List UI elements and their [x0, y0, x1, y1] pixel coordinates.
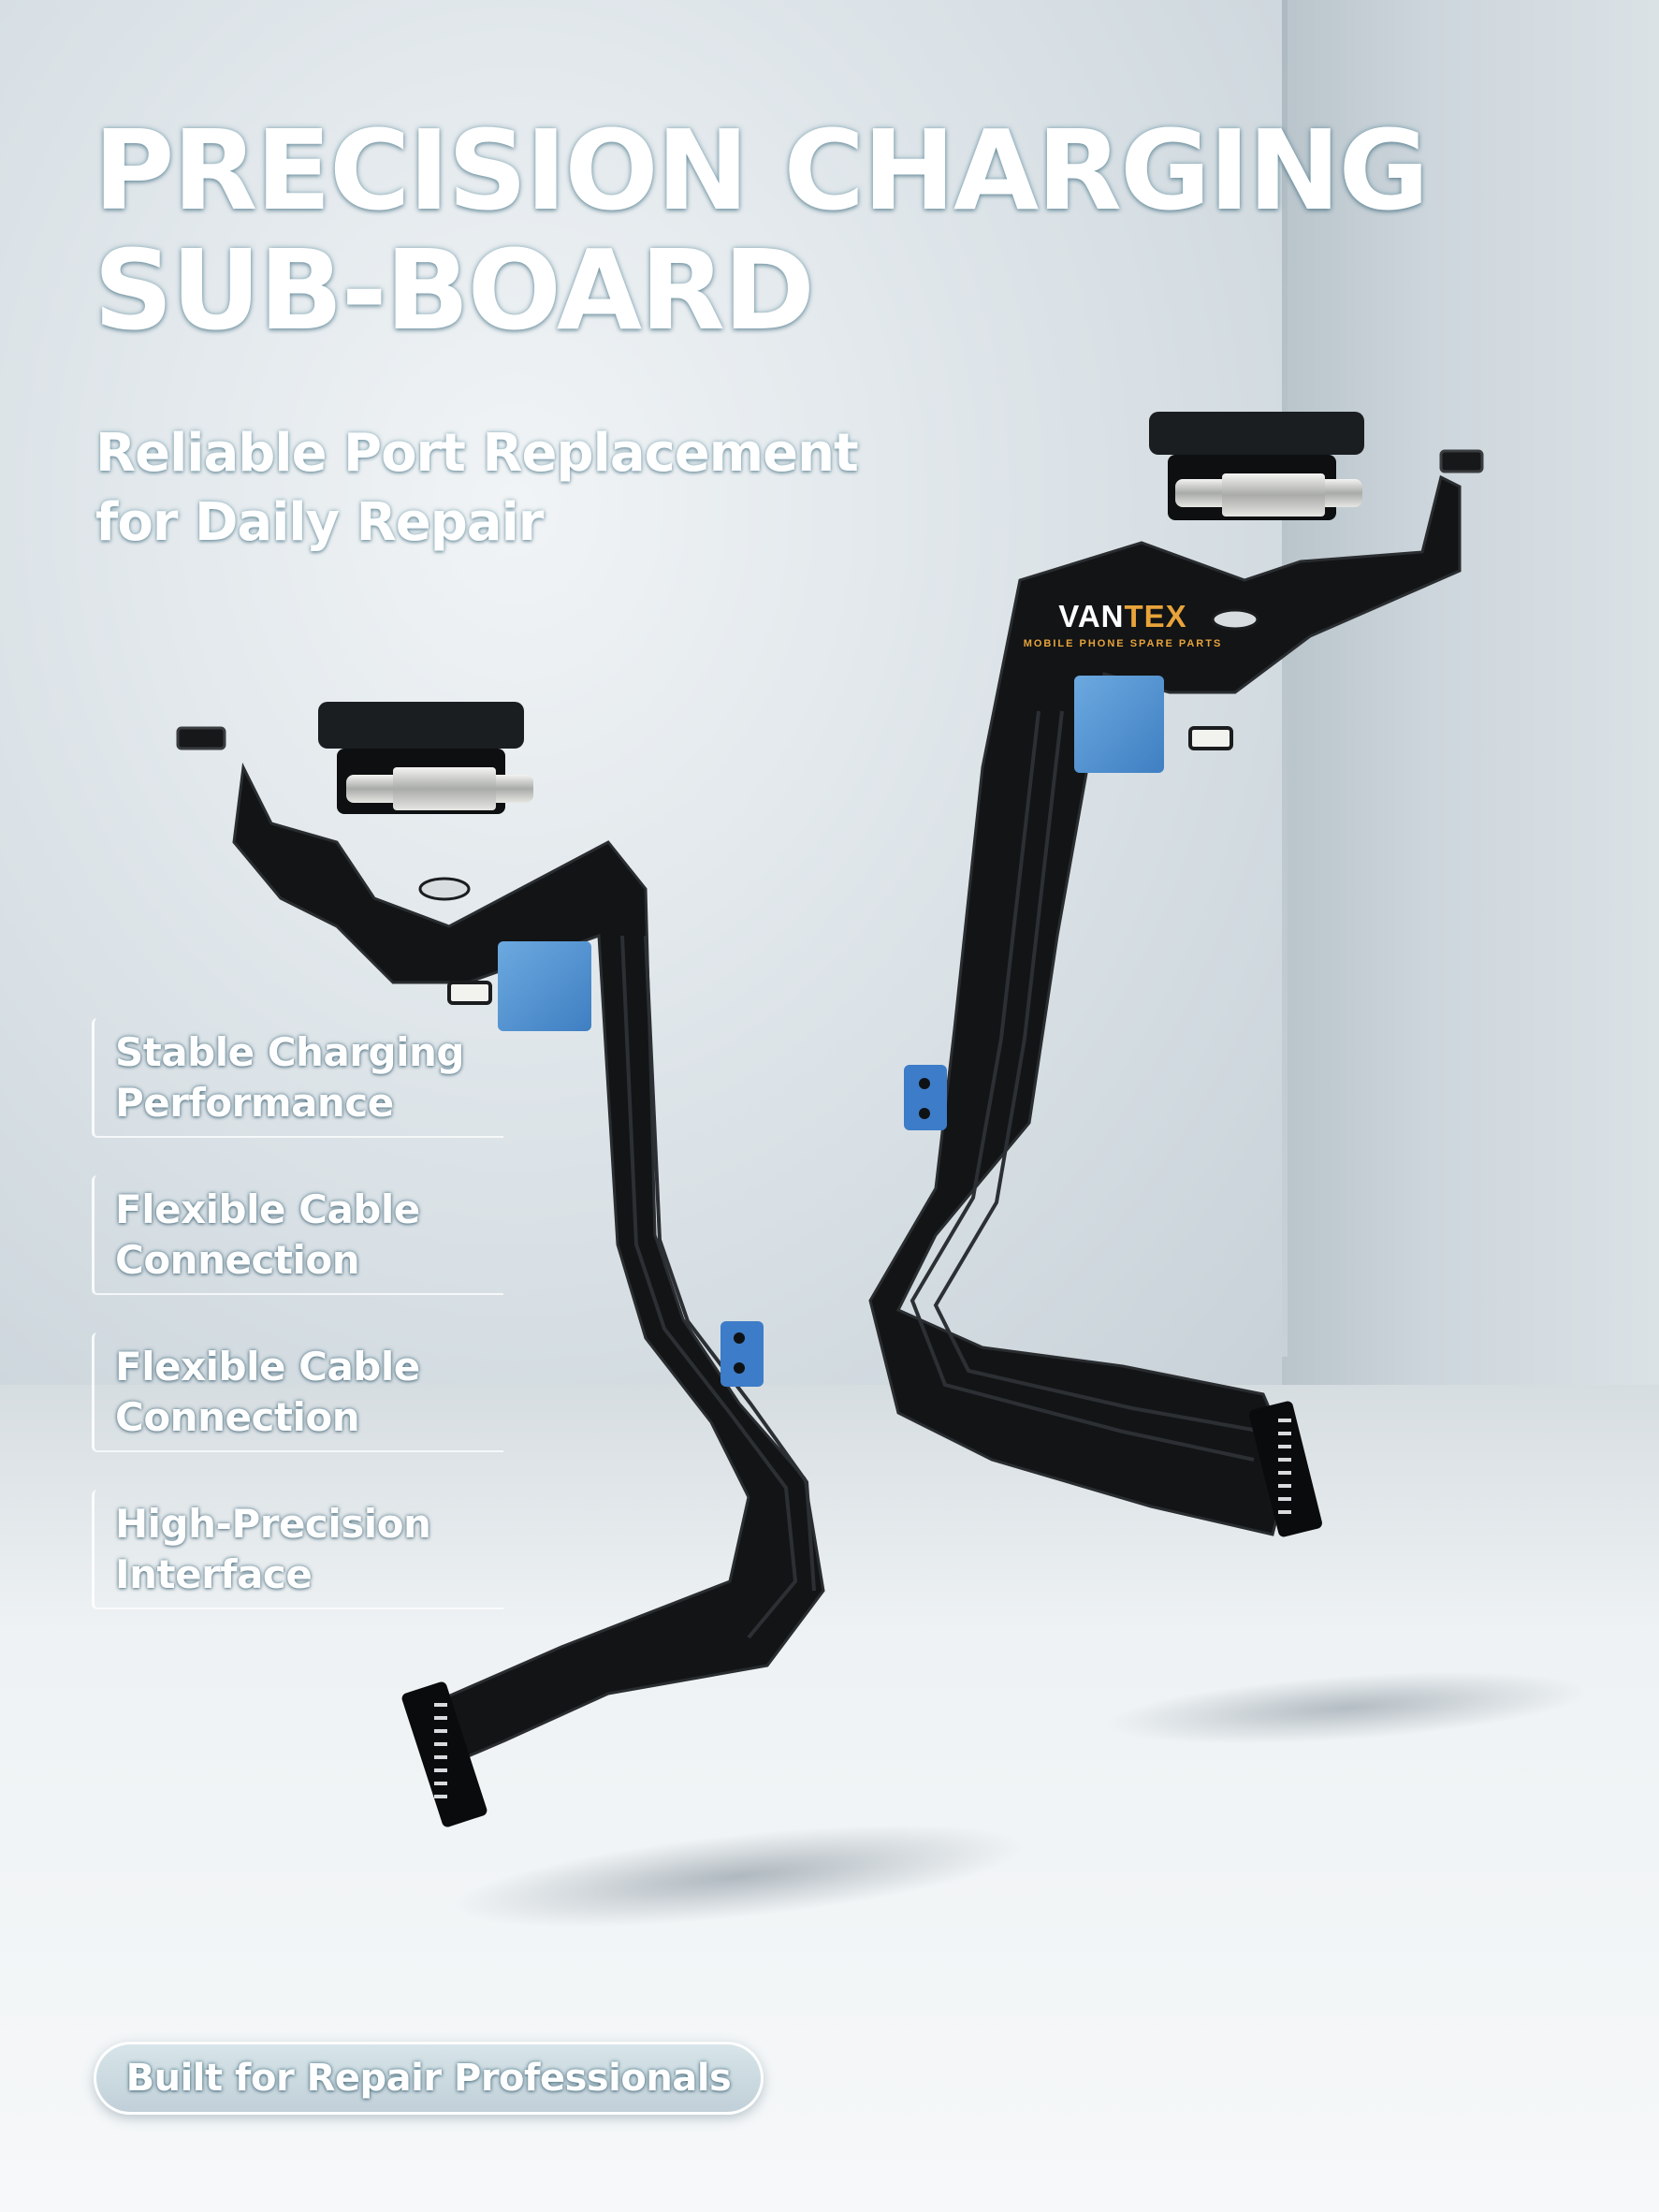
feature-line-1: Flexible Cable	[115, 1186, 420, 1232]
feature-line-2: Performance	[115, 1080, 394, 1126]
professional-badge-label: Built for Repair Professionals	[125, 2057, 732, 2100]
feature-item: Flexible Cable Connection	[92, 1332, 503, 1452]
brand-logo: VANTEX MOBILE PHONE SPARE PARTS	[1001, 599, 1244, 649]
brand-name-part-2: TEX	[1124, 599, 1187, 633]
right-charging-flex-cable-image	[868, 412, 1484, 1537]
left-charging-flex-cable-image	[176, 702, 825, 1827]
feature-item: Stable Charging Performance	[92, 1018, 503, 1138]
subheadline-line-1: Reliable Port Replacement	[95, 423, 859, 484]
feature-item: High-Precision Interface	[92, 1490, 503, 1609]
headline-line-2: SUB-BOARD	[94, 226, 815, 355]
subheadline: Reliable Port Replacement for Daily Repa…	[95, 419, 859, 558]
feature-line-2: Connection	[115, 1237, 360, 1283]
headline-line-1: PRECISION CHARGING	[94, 106, 1429, 235]
brand-name-part-1: VAN	[1058, 599, 1125, 633]
brand-name: VANTEX	[1001, 599, 1244, 634]
subheadline-line-2: for Daily Repair	[95, 492, 544, 553]
feature-line-2: Connection	[115, 1394, 360, 1440]
brand-tagline: MOBILE PHONE SPARE PARTS	[1023, 638, 1223, 649]
side-wall	[1282, 0, 1659, 1441]
feature-line-2: Interface	[115, 1551, 313, 1597]
feature-list: Stable Charging Performance Flexible Cab…	[92, 1018, 503, 1647]
feature-line-1: Flexible Cable	[115, 1344, 420, 1390]
wall-corner	[1282, 0, 1288, 1357]
feature-line-1: High-Precision	[115, 1501, 431, 1547]
feature-item: Flexible Cable Connection	[92, 1175, 503, 1295]
feature-line-1: Stable Charging	[115, 1029, 464, 1075]
headline: PRECISION CHARGING SUB-BOARD	[94, 106, 1429, 355]
professional-badge: Built for Repair Professionals	[94, 2042, 764, 2115]
